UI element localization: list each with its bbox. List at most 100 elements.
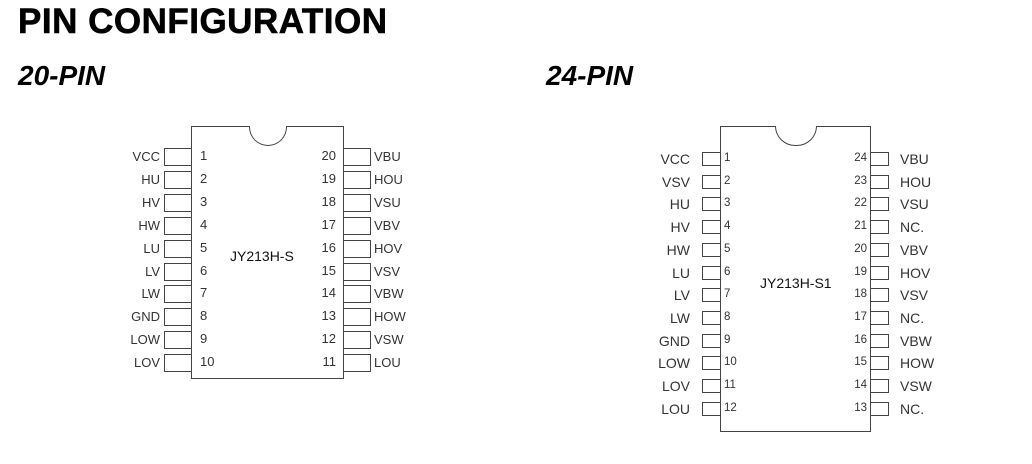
pin-label: VSU [900, 196, 929, 213]
pin-number: 6 [200, 262, 208, 278]
pin-number: 5 [200, 239, 208, 255]
pin-pad-left [164, 239, 192, 258]
pin-number: 10 [724, 356, 737, 369]
pin-pad-left [702, 310, 721, 325]
pin-label: VBU [374, 149, 401, 164]
pin-label: GND [658, 332, 690, 349]
pin-number: 3 [200, 193, 208, 209]
pin-label: HOV [900, 264, 931, 281]
pin-label: VBW [900, 332, 932, 349]
pin-label: VSV [661, 173, 690, 190]
pin-label: NC. [900, 219, 925, 236]
pin-label: VSW [900, 378, 932, 394]
pin-label: LOU [374, 355, 401, 371]
pin-label: NC. [900, 400, 925, 417]
pin-number: 17 [854, 310, 867, 323]
pin-pad-right [870, 265, 889, 280]
pin-number: 17 [321, 216, 336, 232]
pin-pad-left [164, 148, 192, 166]
pin-label: LW [670, 309, 690, 326]
pin-label: VSV [374, 263, 401, 279]
pin-number: 18 [854, 288, 867, 301]
pin-pad-left [164, 216, 192, 235]
pin-label: VCC [660, 151, 690, 167]
pin-pad-left [702, 379, 721, 393]
pin-pad-right [343, 354, 371, 373]
pin-number: 8 [200, 308, 208, 324]
pin-number: 15 [321, 262, 336, 278]
pin-label: HU [141, 171, 160, 187]
pin-pad-left [164, 193, 192, 212]
pin-number: 1 [200, 148, 208, 163]
pin-pad-left [164, 285, 192, 304]
pin-pad-left [702, 265, 721, 280]
pin-pad-right [870, 152, 889, 166]
pin-pad-left [702, 197, 721, 212]
pin-number: 6 [724, 265, 731, 278]
pin-number: 7 [200, 285, 208, 301]
pin-number: 16 [854, 333, 867, 346]
pin-label: VCC [132, 149, 160, 164]
pin-number: 12 [724, 401, 737, 414]
pin-number: 14 [854, 379, 867, 391]
pin-pad-right [343, 285, 371, 304]
pin-pad-left [164, 170, 192, 189]
chip-body [191, 126, 344, 379]
pin-label: VBV [374, 217, 401, 233]
pin-number: 4 [724, 220, 731, 233]
pin-pad-right [343, 239, 371, 258]
pin-pad-right [870, 333, 889, 348]
part-name: JY213H-S [230, 248, 294, 264]
pin-number: 8 [724, 310, 731, 323]
part-name: JY213H-S1 [760, 275, 832, 291]
pin-pad-left [164, 308, 192, 327]
pin-label: LV [673, 287, 690, 304]
pin-pad-left [702, 152, 721, 166]
pin-number: 13 [854, 401, 867, 414]
pin-number: 10 [200, 354, 215, 370]
pin-label: VSW [374, 332, 404, 348]
pin-pad-left [702, 242, 721, 257]
pin-pad-right [870, 197, 889, 212]
pin-label: VBV [900, 241, 929, 258]
pin-label: LW [141, 286, 160, 302]
pin-number: 22 [854, 197, 867, 210]
pin-number: 14 [321, 285, 336, 301]
pin-number: 15 [854, 356, 867, 369]
pin-label: GND [131, 309, 160, 325]
pin-number: 16 [321, 239, 336, 255]
pin-number: 23 [854, 174, 867, 187]
pin-number: 19 [321, 170, 336, 186]
pin-pad-right [343, 148, 371, 166]
pin-pad-left [702, 333, 721, 348]
package-heading-24pin: 24-PIN [546, 60, 634, 91]
pin-number: 9 [724, 333, 731, 346]
pin-pad-left [702, 174, 721, 189]
pin-pad-right [343, 193, 371, 212]
pin-number: 13 [321, 308, 336, 324]
pin-label: HOW [900, 355, 935, 372]
page-title: PIN CONFIGURATION [18, 2, 388, 42]
pin-label: HU [669, 196, 690, 213]
pin-pad-right [343, 308, 371, 327]
pin-label: HOU [900, 173, 932, 190]
pin-label: HOU [374, 171, 403, 187]
pin-label: LOV [661, 378, 690, 394]
pin-label: VSV [900, 287, 929, 304]
pin-pad-left [164, 262, 192, 281]
pin-label: LV [145, 263, 160, 279]
pin-pad-right [870, 401, 889, 416]
pin-number: 18 [321, 193, 336, 209]
pin-label: HV [670, 219, 690, 236]
pin-label: LU [672, 264, 690, 281]
pin-pad-right [343, 170, 371, 189]
pin-pad-right [870, 310, 889, 325]
pin-number: 21 [854, 220, 867, 233]
pin-number: 4 [200, 216, 208, 232]
pin-label: VBU [900, 151, 929, 167]
pin-label: LOW [658, 355, 690, 372]
pin-pad-left [164, 331, 192, 350]
pin-pad-right [343, 331, 371, 350]
pin-number: 11 [724, 379, 736, 391]
pin-label: HW [666, 241, 690, 258]
